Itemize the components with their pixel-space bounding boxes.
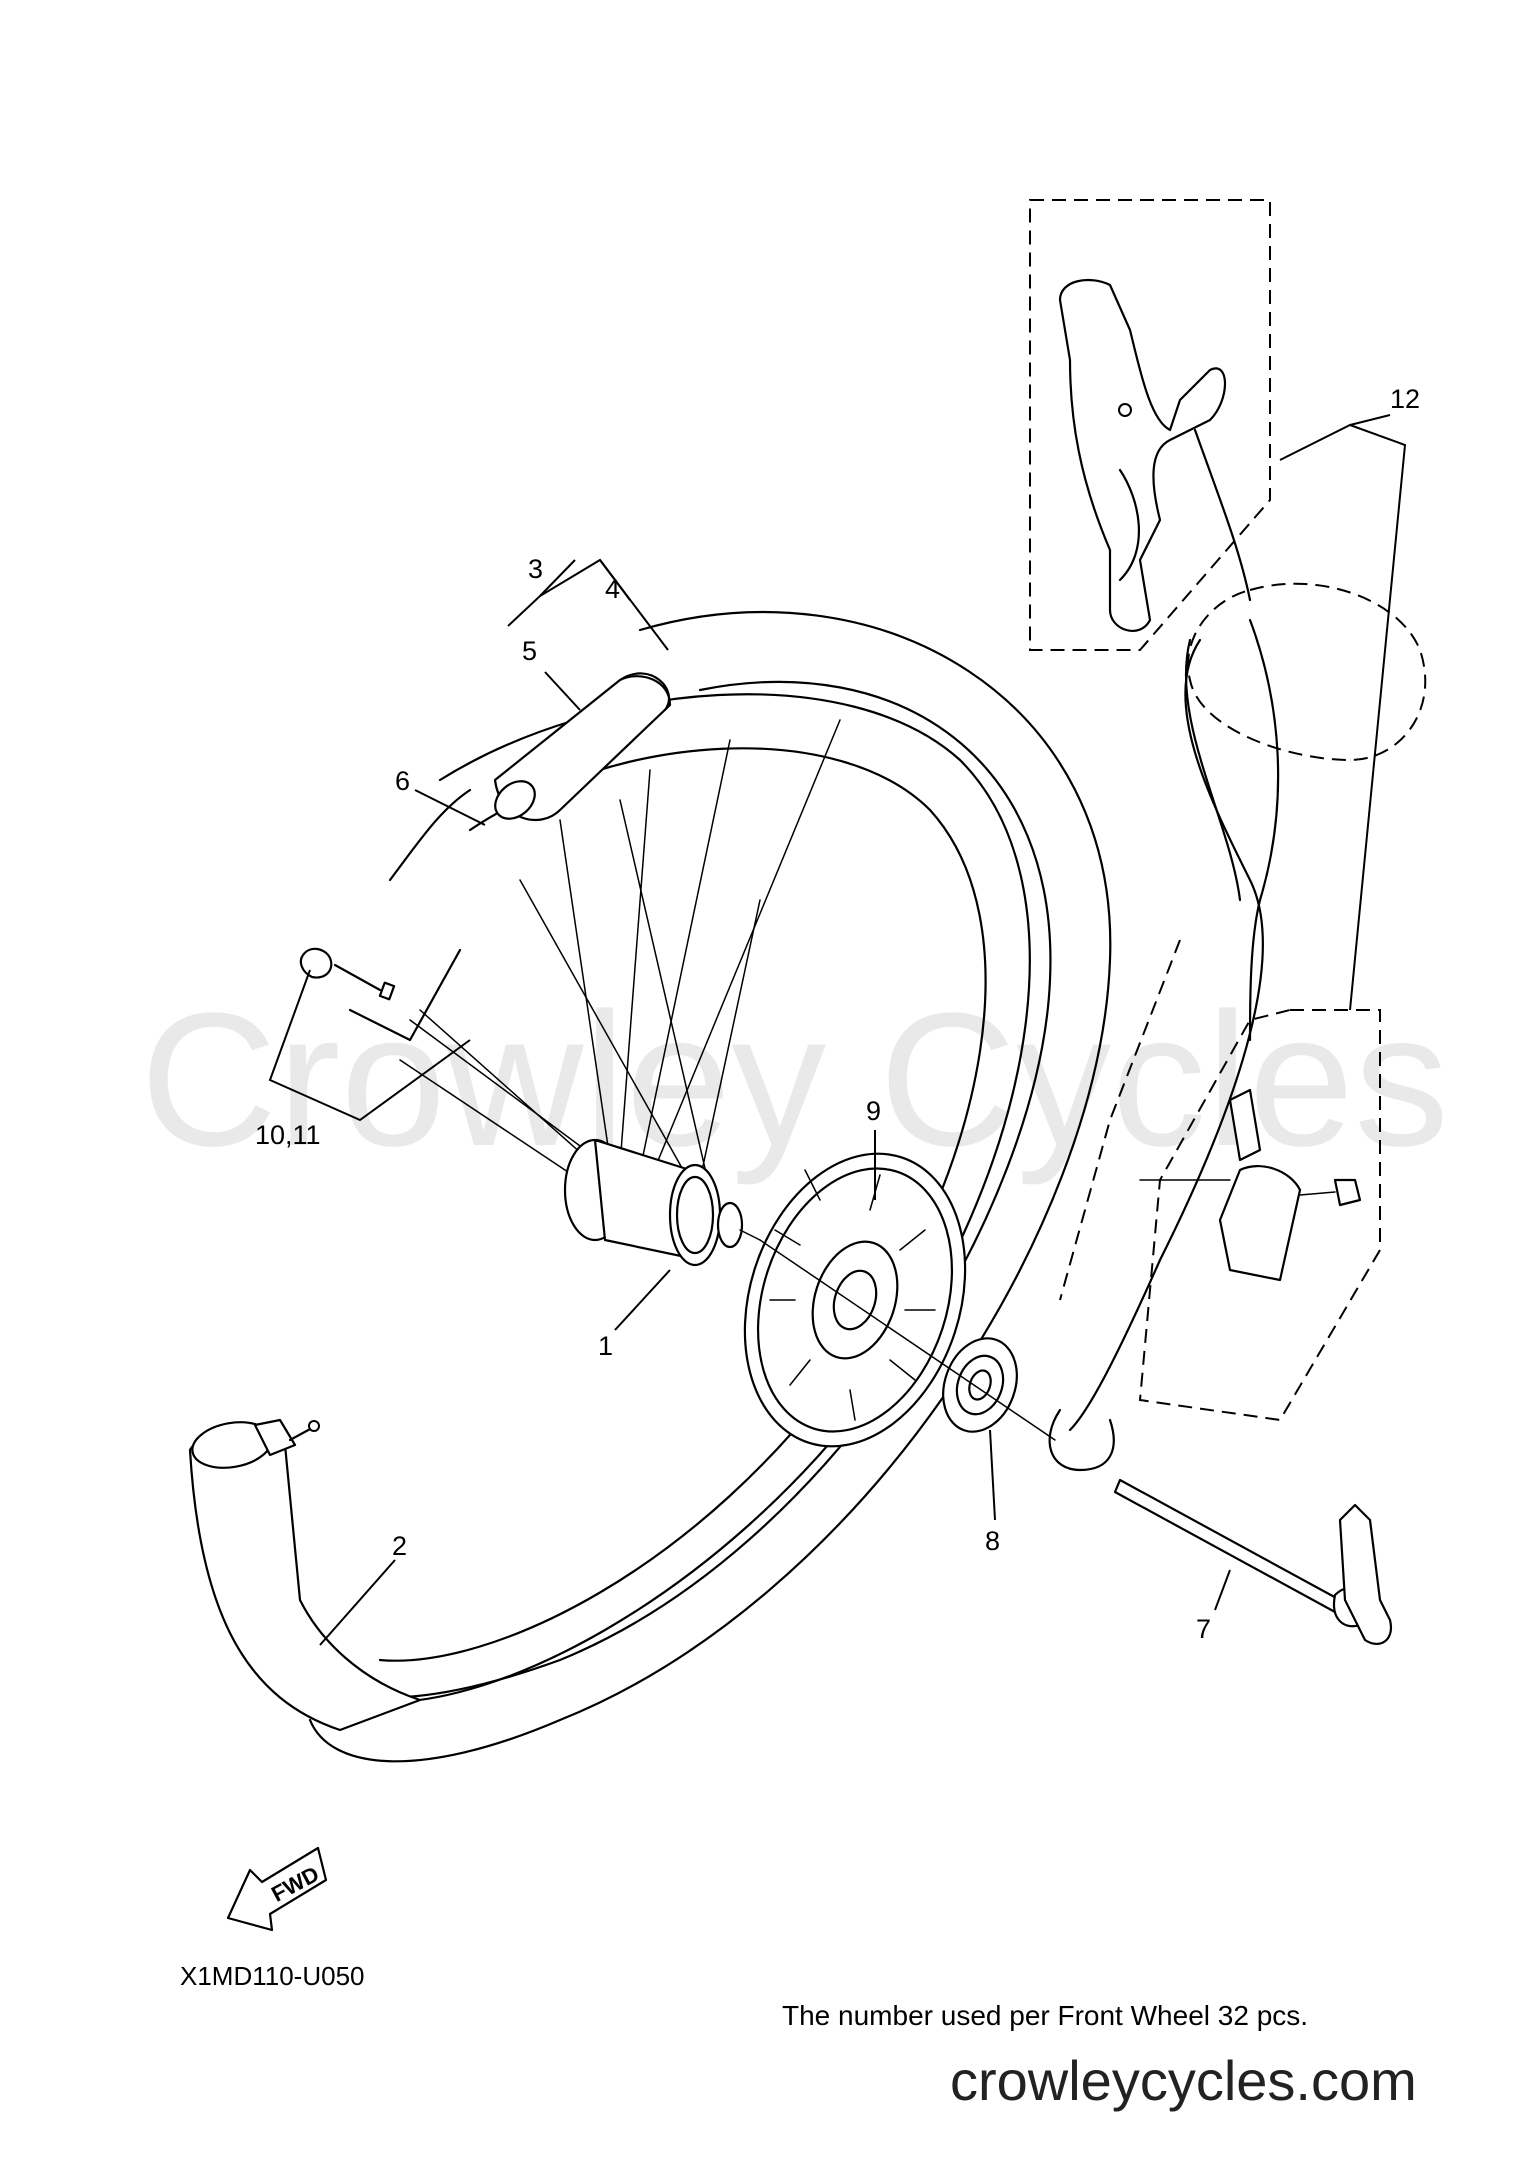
collar-part-8 [942, 1337, 1018, 1433]
callout-2: 2 [392, 1531, 407, 1561]
axle-part-7 [1113, 1478, 1393, 1645]
callout-10-11: 10,11 [255, 1120, 321, 1150]
callout-1: 1 [598, 1331, 613, 1361]
forward-direction-icon: FWD [226, 1846, 328, 1932]
quantity-note: The number used per Front Wheel 32 pcs. [782, 2000, 1308, 2031]
spoke-nipple-part-10-11 [299, 947, 396, 1001]
tire-part-4 [308, 610, 1112, 1763]
callout-5: 5 [522, 636, 537, 666]
rim [348, 693, 1031, 1704]
callout-12: 12 [1390, 384, 1420, 414]
callout-3: 3 [528, 554, 543, 584]
brake-lever-assembly-part-12 [1029, 199, 1381, 1422]
site-name: crowleycycles.com [950, 2049, 1417, 2112]
callout-9: 9 [866, 1096, 881, 1126]
hub-part-1 [563, 1138, 761, 1267]
diagram-code: X1MD110-U050 [180, 1961, 365, 1991]
watermark-text: Crowley Cycles [140, 974, 1449, 1186]
callout-6: 6 [395, 766, 410, 796]
callout-labels: 3 4 5 6 10,11 9 1 8 7 2 12 [255, 384, 1420, 1644]
callout-4: 4 [605, 574, 620, 604]
leader-lines [268, 414, 1407, 1646]
brake-hose-loop [1187, 582, 1427, 762]
callout-8: 8 [985, 1526, 1000, 1556]
axle-centerline [759, 1239, 1056, 1441]
callout-7: 7 [1196, 1614, 1211, 1644]
inner-tube-part-2 [188, 1418, 422, 1732]
brake-disc-part-9 [743, 1152, 967, 1448]
rim-band-part-5 [493, 672, 672, 822]
